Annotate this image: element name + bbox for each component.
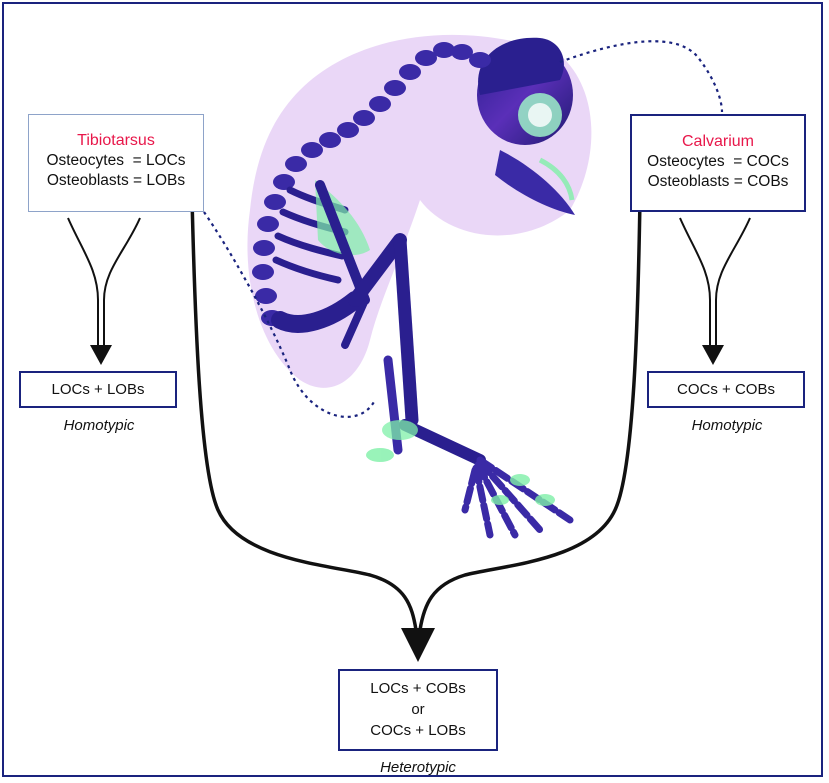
heterotypic-line-1: LOCs + COBs: [340, 678, 496, 699]
ankle-cartilage: [382, 420, 418, 440]
heterotypic-arrowhead: [401, 628, 435, 662]
calvarium-source-box: Calvarium Osteocytes = COCs Osteoblasts …: [630, 114, 806, 212]
chick-skeleton-image: [247, 35, 591, 535]
right-homotypic-arrowhead: [702, 345, 724, 365]
tibiotarsus-source-box: Tibiotarsus Osteocytes = LOCs Osteoblast…: [28, 114, 204, 212]
left-homotypic-arrow: [68, 218, 140, 345]
tibiotarsus-bone: [400, 240, 412, 420]
homotypic-right-box: COCs + COBs: [647, 371, 805, 408]
calvarium-osteocytes-label: Osteocytes = COCs: [632, 152, 804, 172]
heterotypic-line-3: COCs + LOBs: [340, 720, 496, 741]
homotypic-right-caption: Homotypic: [647, 417, 807, 434]
homotypic-left-caption: Homotypic: [19, 417, 179, 434]
tibiotarsus-title: Tibiotarsus: [29, 130, 203, 151]
homotypic-right-label: COCs + COBs: [677, 381, 775, 398]
homotypic-left-box: LOCs + LOBs: [19, 371, 177, 408]
calvarium-osteoblasts-label: Osteoblasts = COBs: [632, 172, 804, 192]
heterotypic-line-2: or: [340, 699, 496, 720]
left-homotypic-arrowhead: [90, 345, 112, 365]
heterotypic-caption: Heterotypic: [338, 759, 498, 776]
tibiotarsus-osteoblasts-label: Osteoblasts = LOBs: [29, 171, 203, 191]
calvarium-title: Calvarium: [632, 131, 804, 152]
toes: [465, 460, 570, 535]
tibiotarsus-osteocytes-label: Osteocytes = LOCs: [29, 151, 203, 171]
right-homotypic-arrow: [680, 218, 750, 345]
eye-center: [528, 103, 552, 127]
heterotypic-box: LOCs + COBs or COCs + LOBs: [338, 669, 498, 751]
homotypic-left-label: LOCs + LOBs: [52, 381, 145, 398]
